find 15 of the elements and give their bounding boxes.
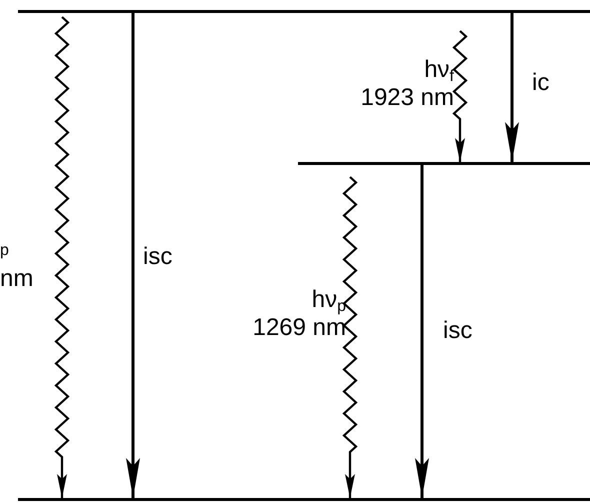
partial-text: nm bbox=[0, 266, 34, 292]
edge-label: isc bbox=[143, 244, 172, 270]
edge-label: isc bbox=[443, 318, 472, 344]
wavy-arrow bbox=[342, 176, 358, 498]
wavy-arrow bbox=[452, 30, 468, 162]
wavy-arrow bbox=[54, 16, 70, 498]
edge-label: ic bbox=[532, 70, 550, 96]
energy-level-line bbox=[18, 10, 590, 13]
arrow bbox=[126, 13, 140, 498]
energy-level-line bbox=[298, 162, 590, 165]
energy-level-line bbox=[18, 498, 590, 501]
edge-label: hν$_{f}$ 1923 nm bbox=[360, 56, 454, 112]
arrow bbox=[505, 13, 519, 162]
partial-text: p bbox=[0, 241, 9, 261]
arrow bbox=[415, 165, 429, 498]
